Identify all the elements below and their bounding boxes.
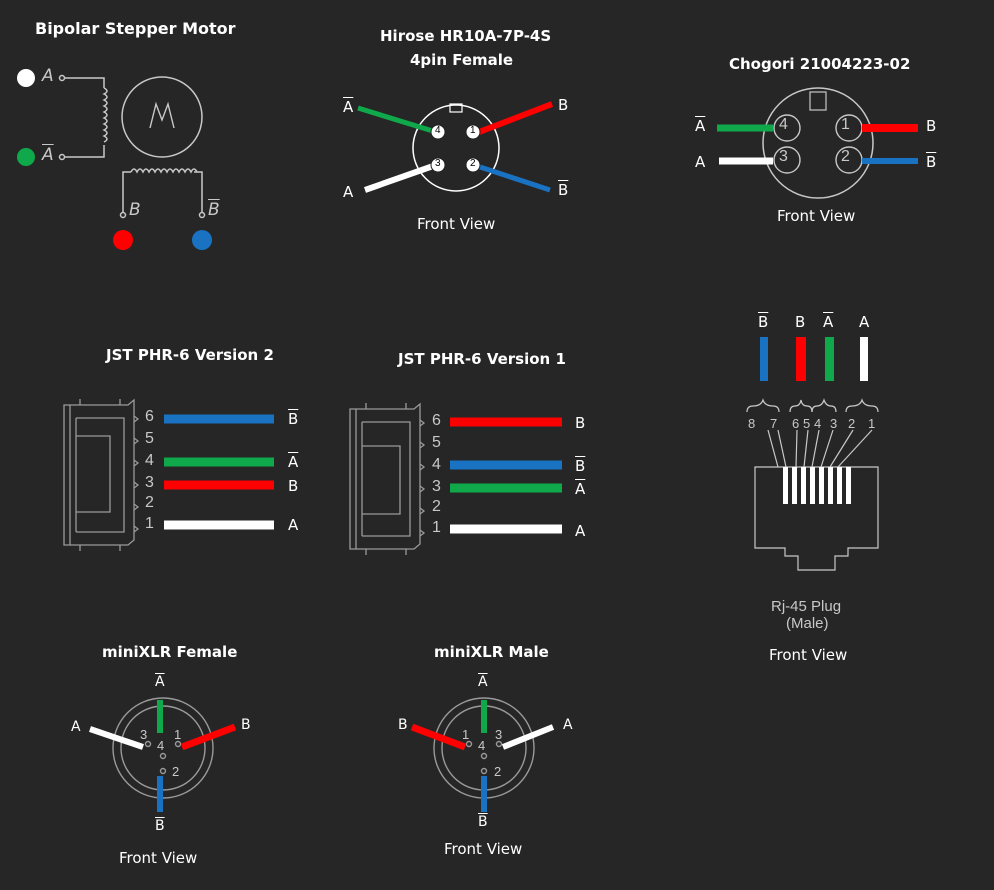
jst-v2-label-1: A [288, 516, 299, 534]
minixlr-female-pin-1: 1 [174, 727, 182, 742]
chogori-label-b: B [926, 117, 937, 135]
chogori-pin-3: 3 [779, 148, 788, 165]
rj45-pin-5: 5 [803, 416, 811, 431]
jst-v2-pin-3: 3 [145, 474, 154, 491]
jst-v2-pin-4: 4 [145, 452, 154, 469]
hirose-pin-4: 4 [435, 125, 441, 136]
jst-v1-label-1: A [575, 522, 586, 540]
hirose-pin-2: 2 [470, 158, 476, 169]
hirose-label-b: B [558, 96, 569, 114]
minixlr-male-pin-1: 1 [462, 727, 470, 742]
hirose-label-a-bar: A [343, 98, 354, 116]
rj45-top-label-1: B [758, 313, 769, 331]
chogori-title: Chogori 21004223-02 [729, 55, 911, 73]
rj45-pin-7: 7 [770, 416, 778, 431]
jst-v2-pin-5: 5 [145, 430, 154, 447]
minixlr-female-label-a: A [71, 719, 81, 735]
jst-v1-label-4: B [575, 457, 586, 475]
white-wire-dot [17, 69, 35, 87]
jst-v2-label-4: A [288, 453, 299, 471]
chogori-label-a: A [695, 153, 706, 171]
jst-v1-title: JST PHR-6 Version 1 [398, 350, 566, 368]
hirose-label-b-bar: B [558, 181, 569, 199]
blue-wire-dot [192, 230, 212, 250]
chogori-pin-4: 4 [779, 116, 788, 133]
rj45-pin-1: 1 [868, 416, 876, 431]
minixlr-female-label-a-bar: A [155, 674, 165, 690]
minixlr-female-label-b: B [241, 717, 251, 733]
rj45-pin-3: 3 [830, 416, 838, 431]
rj45-caption-line2: (Male) [786, 615, 829, 632]
jst-v1-pin-1: 1 [432, 519, 441, 536]
bipolar-label-a-bar: A [42, 145, 54, 165]
hirose-front-view: Front View [417, 215, 496, 233]
rj45-pin-8: 8 [748, 416, 756, 431]
rj45-front-view: Front View [769, 646, 848, 664]
minixlr-male-title: miniXLR Male [434, 643, 549, 661]
minixlr-male-label-b-bar: B [478, 814, 488, 830]
red-wire-dot [113, 230, 133, 250]
chogori-pin-1: 1 [841, 116, 850, 133]
green-wire-dot [17, 148, 35, 166]
minixlr-female-pin-2: 2 [172, 764, 180, 779]
minixlr-male-pin-2: 2 [494, 764, 502, 779]
bipolar-label-a: A [42, 66, 54, 86]
bipolar-label-b-bar: B [208, 200, 220, 220]
minixlr-male-label-a-bar: A [478, 674, 488, 690]
jst-v1-pin-4: 4 [432, 456, 441, 473]
minixlr-female-pin-3: 3 [140, 727, 148, 742]
hirose-label-a: A [343, 183, 354, 201]
minixlr-male-label-b: B [398, 717, 408, 733]
minixlr-male-front-view: Front View [444, 840, 523, 858]
jst-v1-pin-6: 6 [432, 412, 441, 429]
minixlr-male-label-a: A [563, 717, 573, 733]
minixlr-male-pin-4: 4 [478, 738, 486, 753]
jst-v2-title: JST PHR-6 Version 2 [106, 346, 274, 364]
chogori-front-view: Front View [777, 207, 856, 225]
jst-v2-pin-2: 2 [145, 494, 154, 511]
chogori-label-a-bar: A [695, 117, 706, 135]
jst-v2-label-3: B [288, 477, 299, 495]
rj45-pin-4: 4 [814, 416, 822, 431]
jst-v2-pin-6: 6 [145, 408, 154, 425]
rj45-pin-2: 2 [848, 416, 856, 431]
hirose-title-line1: Hirose HR10A-7P-4S [380, 27, 552, 45]
jst-v2-label-6: B [288, 410, 299, 428]
rj45-top-label-3: A [823, 313, 834, 331]
rj45-caption-line1: Rj-45 Plug [771, 598, 842, 615]
rj45-top-label-2: B [795, 313, 806, 331]
jst-v1-pin-3: 3 [432, 478, 441, 495]
minixlr-female-front-view: Front View [119, 849, 198, 867]
rj45-top-label-4: A [859, 313, 870, 331]
jst-v1-label-3: A [575, 480, 586, 498]
jst-v1-pin-2: 2 [432, 498, 441, 515]
minixlr-female-title: miniXLR Female [102, 643, 238, 661]
hirose-pin-1: 1 [470, 125, 476, 136]
bipolar-label-b: B [129, 200, 141, 220]
chogori-label-b-bar: B [926, 153, 937, 171]
hirose-title-line2: 4pin Female [410, 51, 514, 69]
rj45-pin-6: 6 [792, 416, 800, 431]
minixlr-female-pin-4: 4 [157, 738, 165, 753]
minixlr-female-label-b-bar: B [155, 818, 165, 834]
chogori-pin-2: 2 [841, 148, 850, 165]
minixlr-male-pin-3: 3 [495, 727, 503, 742]
bipolar-title: Bipolar Stepper Motor [35, 19, 236, 38]
jst-v1-label-6: B [575, 414, 586, 432]
jst-v2-pin-1: 1 [145, 515, 154, 532]
jst-v1-pin-5: 5 [432, 434, 441, 451]
hirose-pin-3: 3 [435, 158, 441, 169]
